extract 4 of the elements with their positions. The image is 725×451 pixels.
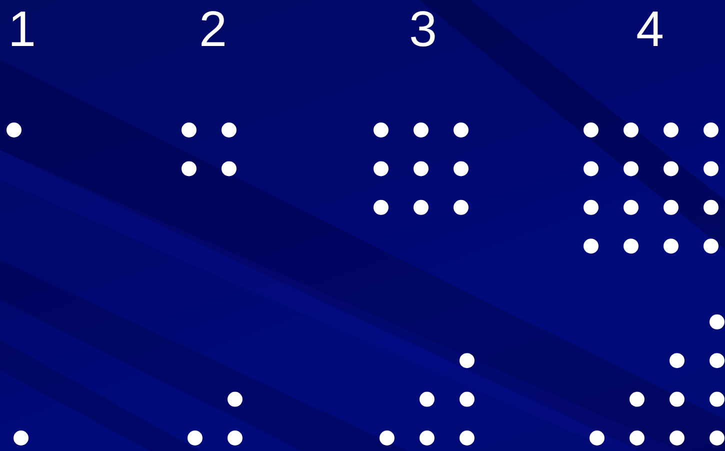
column-number: 3: [409, 4, 437, 54]
column-number: 1: [8, 4, 36, 54]
column-number: 2: [199, 4, 227, 54]
column-number: 4: [636, 4, 664, 54]
